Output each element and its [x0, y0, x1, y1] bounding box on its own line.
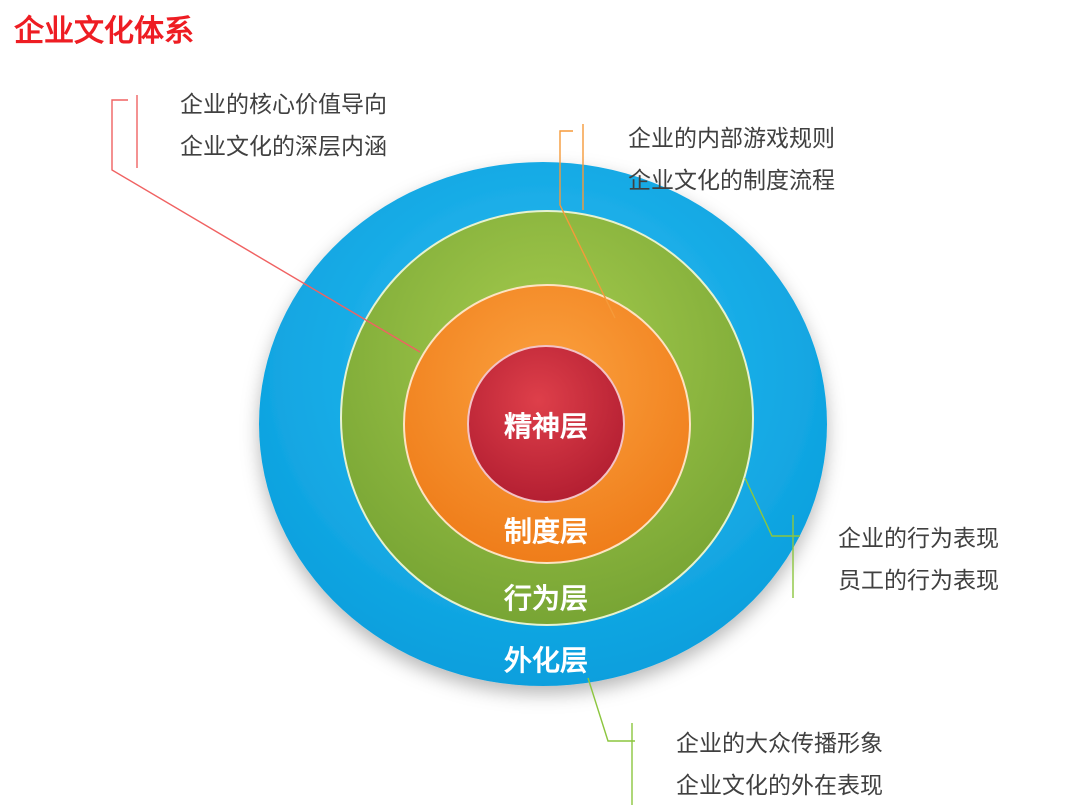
behavior-annotation-line-2: 员工的行为表现	[838, 568, 999, 594]
page-title: 企业文化体系	[14, 14, 194, 49]
spirit-annotation-line-1: 企业的核心价值导向	[180, 92, 387, 118]
spirit-connector	[111, 95, 421, 353]
outer-annotation: 企业的大众传播形象 企业文化的外在表现	[676, 723, 883, 807]
outer-annotation-line-2: 企业文化的外在表现	[676, 773, 883, 799]
system-annotation: 企业的内部游戏规则 企业文化的制度流程	[628, 118, 835, 202]
behavior-connector	[744, 477, 800, 598]
outer-connector	[587, 677, 635, 805]
behavior-annotation-line-1: 企业的行为表现	[838, 526, 999, 552]
outer-annotation-line-1: 企业的大众传播形象	[676, 731, 883, 757]
spirit-annotation: 企业的核心价值导向 企业文化的深层内涵	[180, 84, 387, 168]
spirit-annotation-line-2: 企业文化的深层内涵	[180, 134, 387, 160]
outer-layer-label: 外化层	[504, 644, 588, 677]
behavior-layer-label: 行为层	[503, 582, 588, 615]
spirit-layer-label: 精神层	[504, 410, 588, 443]
spirit-layer-core	[467, 345, 625, 503]
system-layer-label: 制度层	[504, 515, 588, 548]
system-annotation-line-1: 企业的内部游戏规则	[628, 126, 835, 152]
behavior-annotation: 企业的行为表现 员工的行为表现	[838, 518, 999, 602]
system-connector	[559, 124, 616, 319]
system-annotation-line-2: 企业文化的制度流程	[628, 168, 835, 194]
